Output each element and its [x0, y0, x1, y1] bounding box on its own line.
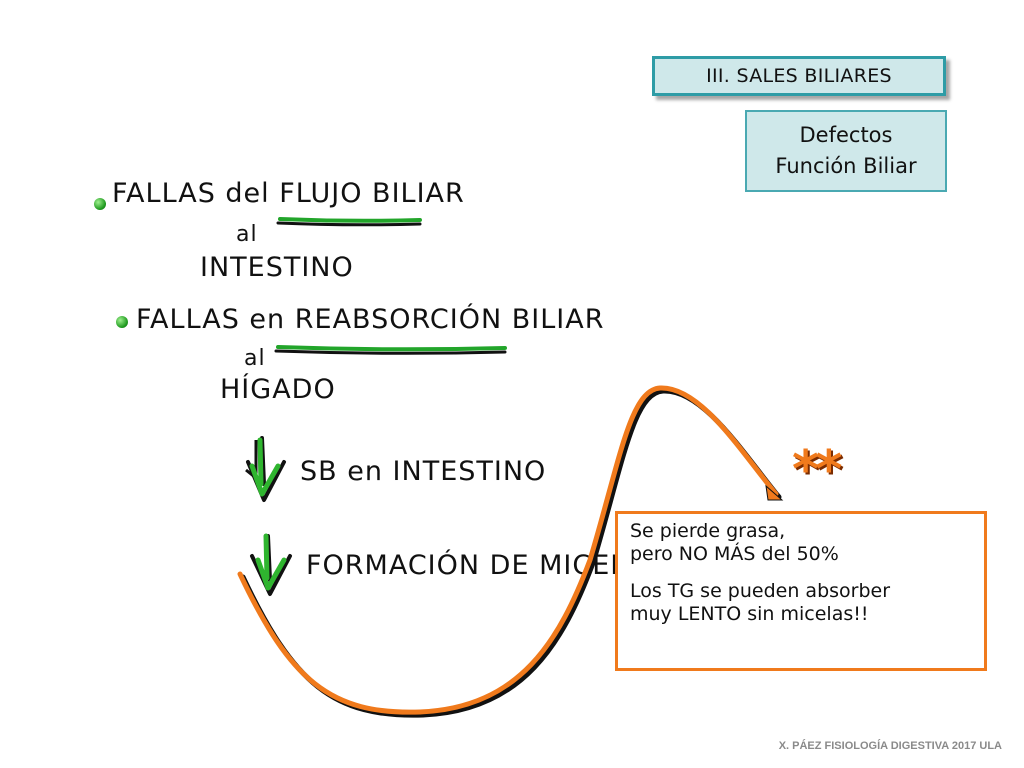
- item2-line3: HÍGADO: [220, 374, 336, 405]
- curve-line: [237, 385, 779, 715]
- green-bullet-icon: [116, 316, 128, 328]
- section-title: III. SALES BILIARES: [652, 56, 946, 96]
- item1-line1: FALLAS del FLUJO BILIAR: [112, 178, 465, 209]
- underline-flujo: [278, 217, 422, 223]
- step2-text: FORMACIÓN DE MICELAS: [306, 550, 665, 581]
- subtitle-box: Defectos Función Biliar: [745, 110, 947, 192]
- curve-arrowhead-icon: [765, 484, 784, 501]
- item1-line3: INTESTINO: [200, 252, 354, 283]
- info-box: Se pierde grasa, pero NO MÁS del 50% Los…: [615, 511, 987, 671]
- item2-line2: al: [244, 346, 266, 371]
- step1-text: SB en INTESTINO: [300, 456, 547, 487]
- info-line3: Los TG se pueden absorber: [630, 580, 891, 602]
- underline-reabsorcion: [276, 345, 507, 352]
- item2-text-b: REABSORCIÓN BILIAR: [294, 304, 605, 335]
- green-bullet-icon: [94, 198, 106, 210]
- item2-line1: FALLAS en REABSORCIÓN BILIAR: [136, 304, 604, 335]
- asterisk-marker: **: [792, 440, 842, 500]
- info-line2: pero NO MÁS del 50%: [630, 543, 839, 565]
- subtitle-line2: Función Biliar: [775, 154, 917, 178]
- item1-text-a: FALLAS del: [112, 178, 270, 209]
- item1-text-b: FLUJO BILIAR: [279, 178, 465, 209]
- info-line1: Se pierde grasa,: [630, 520, 786, 542]
- underline-flujo-shadow: [276, 221, 422, 227]
- item1-line2: al: [236, 222, 258, 247]
- underline-reabsorcion-shadow: [274, 349, 507, 355]
- info-line4: muy LENTO sin micelas!!: [630, 603, 869, 625]
- footer-credit: X. PÁEZ FISIOLOGÍA DIGESTIVA 2017 ULA: [778, 740, 1002, 752]
- down-arrow-icon: [250, 533, 292, 596]
- down-arrow-icon: [245, 436, 286, 502]
- subtitle-line1: Defectos: [799, 123, 893, 147]
- item2-text-a: FALLAS en: [136, 304, 286, 335]
